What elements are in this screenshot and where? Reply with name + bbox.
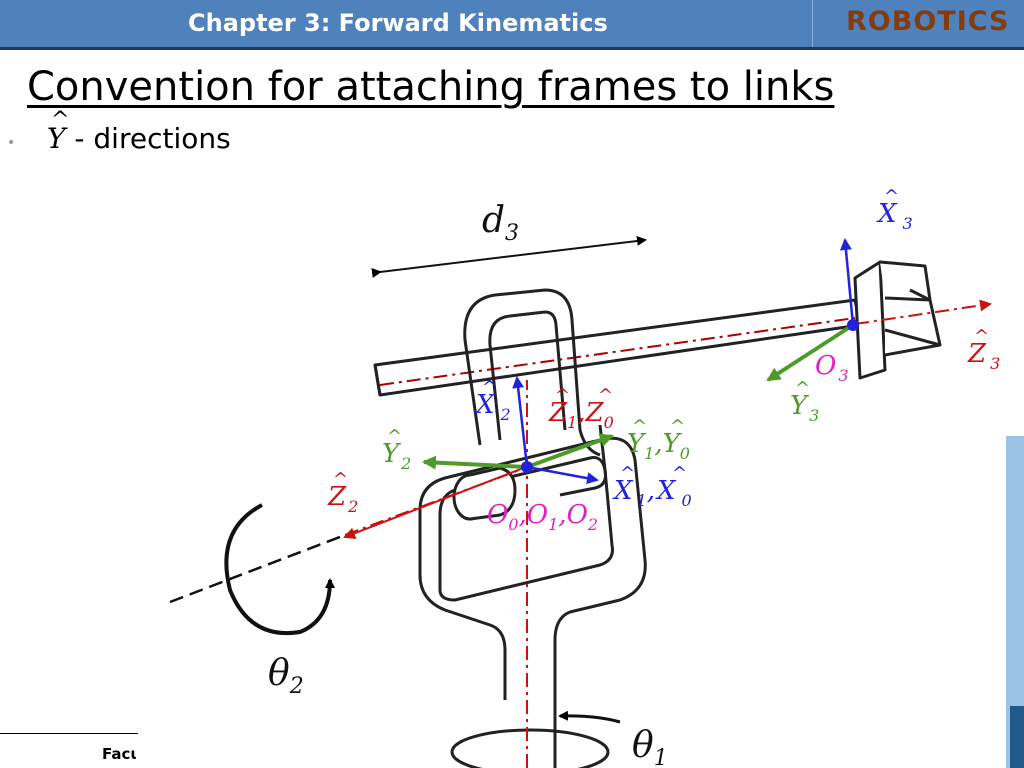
joint2-axis-line [169,533,346,604]
z3-hat: ^ [974,326,989,347]
prismatic-link [373,298,862,397]
o0-o1-o2-label: O0,O1,O2 [487,500,598,534]
chapter-title: Chapter 3: Forward Kinematics [188,9,608,37]
subtitle-text: - directions [65,122,231,155]
z0-hat: ^ [598,385,613,406]
d3-label: d3 [482,200,519,246]
d3-dimension-arrow [371,235,647,278]
z3-axis-arrow [854,299,992,325]
y1-y0-axis-arrow [526,433,614,469]
slide-title: Convention for attaching frames to links [27,64,835,110]
base-rotation-arrow [450,728,610,768]
end-effector [853,260,942,380]
footer-rule [0,733,138,734]
bullet-icon: • [7,135,16,151]
x1-x0-axis-arrow [526,465,599,485]
z2-hat: ^ [333,469,348,490]
x0-hat: ^ [672,463,687,484]
x3-axis-arrow [839,238,855,326]
origin-o3-point [847,319,859,331]
slide-subtitle: ^Y - directions [47,108,231,155]
z2-axis-arrow [343,466,527,539]
origin-o0-o1-o2-point [521,461,533,473]
x3-hat: ^ [884,186,899,207]
y-hat-symbol: ^Y [47,108,69,155]
y3-axis-arrow [766,323,855,382]
theta2-rotation-arrow [224,503,335,636]
theta2-label: θ2 [268,653,304,699]
side-decoration-logo [1010,706,1024,768]
hat-mark: ^ [51,108,70,133]
theta1-rotation-arrow [558,710,621,724]
y1-hat: ^ [632,416,647,437]
footer-text: Faculty [102,745,136,763]
y3-hat: ^ [795,378,810,399]
x2-axis-arrow [512,376,529,468]
z1-z0-label: Z1,Z0 [548,398,614,432]
y1-y0-label: Y1,Y0 [627,429,690,463]
side-decoration-panel [1006,436,1024,768]
header-divider [812,0,813,47]
slide-header: Chapter 3: Forward Kinematics ROBOTICS [0,0,1024,50]
y0-hat: ^ [670,416,685,437]
brand-label: ROBOTICS [846,6,1010,37]
theta1-label: θ1 [632,725,668,768]
z3-axis-line-arm [379,317,856,386]
x1-hat: ^ [620,463,635,484]
z1-hat: ^ [555,385,570,406]
y2-axis-arrow [422,455,528,470]
x2-hat: ^ [482,377,497,398]
y2-hat: ^ [387,426,402,447]
y-symbol: Y [47,122,66,155]
